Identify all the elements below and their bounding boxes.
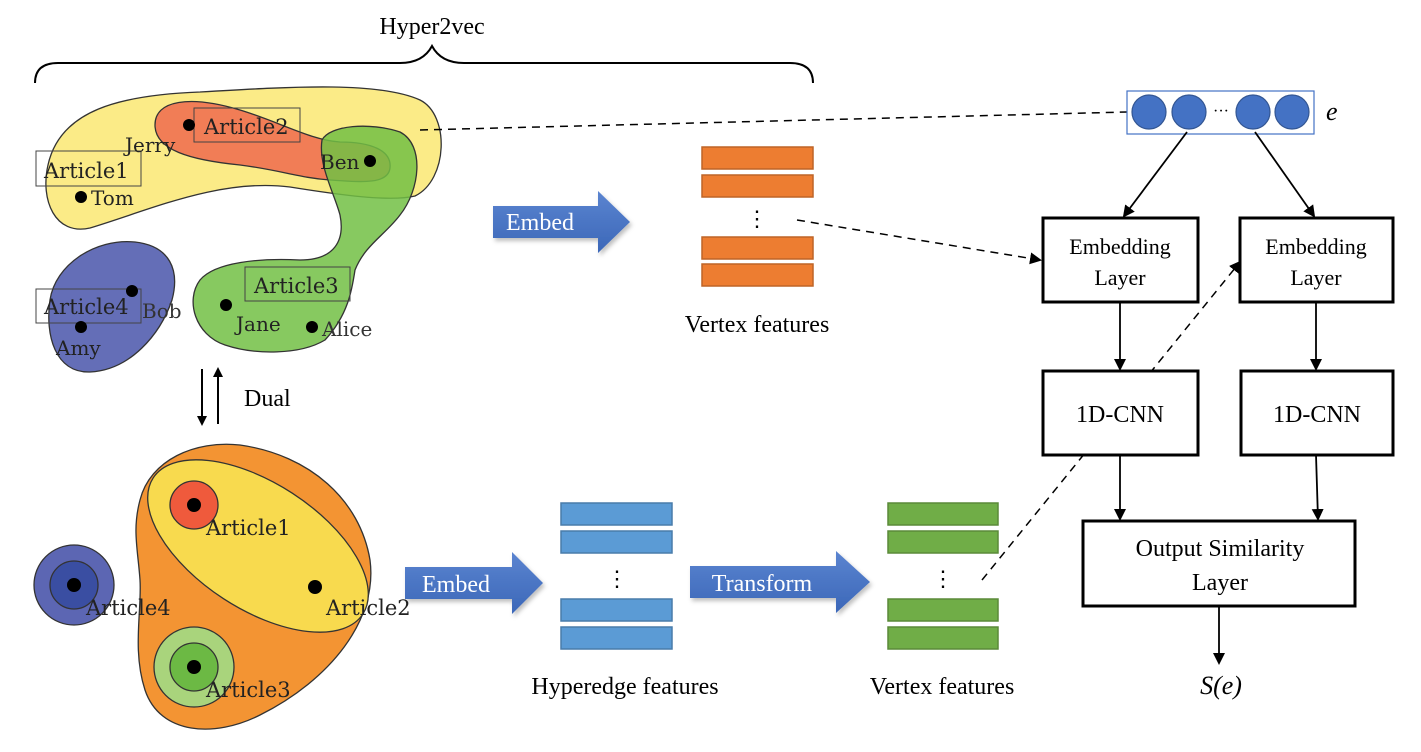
article1-box [35, 150, 142, 187]
embed-arrow-top: Embed [493, 191, 630, 253]
vertex-bob [126, 285, 138, 297]
dual-node-article1 [187, 498, 201, 512]
input-node [1131, 94, 1167, 130]
arrow-e-to-embedding-left [1122, 131, 1188, 218]
embedding-layer-right [1238, 216, 1395, 304]
embedding-layer-left [1041, 216, 1200, 304]
dual-node-article2 [308, 580, 322, 594]
transform-arrow-label: Transform [712, 571, 813, 597]
feature-bar [887, 626, 999, 650]
vertex-ben [364, 155, 376, 167]
output-similarity-layer [1081, 519, 1357, 608]
arrow-cnn-right-to-output [1311, 454, 1324, 521]
label-jerry: Jerry [123, 133, 176, 157]
embedding-left-line1: Embedding [1069, 234, 1170, 259]
feature-ellipsis: ⋮ [606, 566, 628, 591]
article3-box [244, 266, 351, 302]
arrow-e-to-embedding-right [1254, 131, 1316, 218]
embedding-right-line1: Embedding [1265, 234, 1366, 259]
dual-node-article3 [187, 660, 201, 674]
network: ··· e Embedding Layer Embedding Layer 1D… [1041, 90, 1395, 700]
label-article2: Article2 [203, 115, 289, 139]
feature-bar [887, 502, 999, 526]
feature-bar [701, 263, 814, 287]
feature-bar [701, 146, 814, 170]
dual-label: Dual [244, 386, 291, 412]
brace [34, 43, 814, 84]
feature-ellipsis: ⋮ [932, 566, 954, 591]
vertex-features-top: ⋮ Vertex features [685, 146, 830, 338]
hyperedge-article4 [48, 240, 176, 373]
input-node [1171, 94, 1207, 130]
vertex-jerry [183, 119, 195, 131]
label-alice: Alice [321, 317, 372, 341]
result-label: S(e) [1200, 671, 1242, 700]
hyperedge-features-label: Hyperedge features [531, 674, 718, 700]
label-article1: Article1 [43, 159, 129, 183]
dashed-link-vertex-top-to-embedding-left [796, 219, 1042, 265]
title-hyper2vec: Hyper2vec [379, 14, 484, 40]
label-article3: Article3 [253, 274, 339, 298]
input-label-e: e [1326, 97, 1338, 126]
feature-bar [887, 530, 999, 554]
dual-label-article4: Article4 [85, 596, 171, 620]
embed-arrow-bottom: Embed [405, 552, 543, 614]
output-line1: Output Similarity [1136, 536, 1305, 562]
cnn-right [1239, 369, 1395, 457]
input-node [1274, 94, 1310, 130]
feature-bar [560, 598, 673, 622]
feature-bar [887, 598, 999, 622]
feature-ellipsis: ⋮ [746, 206, 768, 231]
feature-bar [701, 174, 814, 198]
dual-label-article3: Article3 [205, 678, 291, 702]
dashed-link-hyperedge-to-e [419, 111, 1128, 131]
feature-bar [560, 502, 673, 526]
vertex-features-top-label: Vertex features [685, 312, 830, 338]
embedding-left-line2: Layer [1094, 265, 1146, 290]
article4-box [35, 288, 142, 324]
dual-label-article2: Article2 [325, 596, 411, 620]
feature-bar [560, 626, 673, 650]
cnn-right-label: 1D-CNN [1273, 402, 1361, 428]
dual-node-article4 [67, 578, 81, 592]
input-node [1235, 94, 1271, 130]
embedding-right-line2: Layer [1290, 265, 1342, 290]
dashed-link-vertex-bottom-to-embedding-right [981, 260, 1242, 581]
embed-arrow-top-label: Embed [506, 210, 574, 236]
embed-arrow-bottom-label: Embed [422, 572, 490, 598]
vertex-features-bottom: ⋮ Vertex features [870, 502, 1015, 700]
feature-bar [701, 236, 814, 260]
label-amy: Amy [55, 336, 101, 360]
label-ben: Ben [320, 150, 360, 174]
input-ellipsis: ··· [1213, 103, 1229, 120]
label-article4: Article4 [43, 295, 129, 319]
vertex-jane [220, 299, 232, 311]
output-line2: Layer [1192, 570, 1248, 596]
feature-bar [560, 530, 673, 554]
dual-label-article1: Article1 [205, 516, 291, 540]
hypergraph: Article1 Article2 Article3 Article4 Jerr… [35, 86, 442, 373]
hyperedge-article3 [192, 125, 418, 353]
hyperedge-features: ⋮ Hyperedge features [531, 502, 719, 700]
vertex-features-bottom-label: Vertex features [870, 674, 1015, 700]
dual-hypergraph: Article1 Article2 Article3 Article4 [33, 443, 411, 730]
vertex-amy [75, 321, 87, 333]
cnn-left-label: 1D-CNN [1076, 402, 1164, 428]
vertex-tom [75, 191, 87, 203]
vertex-alice [306, 321, 318, 333]
label-tom: Tom [91, 186, 134, 210]
label-jane: Jane [234, 312, 281, 336]
transform-arrow: Transform [690, 551, 870, 613]
label-bob: Bob [142, 299, 182, 323]
